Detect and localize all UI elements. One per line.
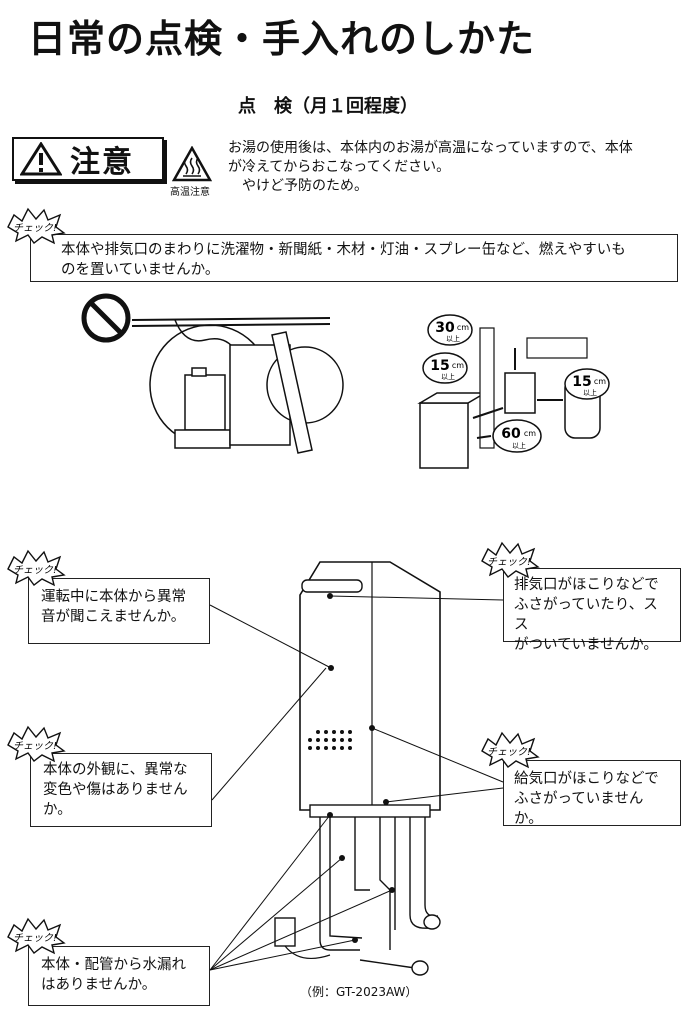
page-title: 日常の点検・手入れのしかた bbox=[28, 17, 536, 61]
check-badge-label: チェック! bbox=[487, 746, 531, 758]
callout-line: 本体や排気口のまわりに洗濯物・新聞紙・木材・灯油・スプレー缶など、燃えやすいも bbox=[61, 242, 626, 258]
check-flammables-callout: 本体や排気口のまわりに洗濯物・新聞紙・木材・灯油・スプレー缶など、燃えやすいも … bbox=[30, 234, 678, 282]
clearance-suffix: 以上 bbox=[583, 388, 597, 397]
check-noise-callout: 運転中に本体から異常 音が聞こえませんか。 bbox=[28, 578, 210, 644]
prohibition-icon bbox=[81, 293, 131, 343]
model-caption: （例：GT-2023AW） bbox=[300, 985, 418, 999]
check-badge-2: チェック! bbox=[7, 549, 66, 587]
check-appearance-callout: 本体の外観に、異常な 変色や傷はありません か。 bbox=[30, 753, 212, 827]
callout-line: ふさがっていませんか。 bbox=[514, 791, 644, 827]
check-badge-3: チェック! bbox=[481, 541, 540, 579]
clearance-unit: cm bbox=[524, 429, 536, 438]
clearance-front-badge: 60 cm 以上 bbox=[492, 419, 542, 453]
callout-line: がついていませんか。 bbox=[514, 637, 658, 653]
callout-line: 本体の外観に、異常な bbox=[43, 762, 188, 778]
clearance-top-badge: 30 cm 以上 bbox=[427, 314, 473, 346]
clearance-suffix: 以上 bbox=[446, 334, 460, 343]
callout-line: のを置いていませんか。 bbox=[61, 262, 220, 278]
callout-line: 給気口がほこりなどで bbox=[514, 771, 659, 787]
hot-surface-icon bbox=[172, 146, 212, 182]
check-badge-5: チェック! bbox=[481, 731, 540, 769]
check-badge-6: チェック! bbox=[7, 917, 66, 955]
callout-line: 運転中に本体から異常 bbox=[41, 589, 186, 605]
check-leak-callout: 本体・配管から水漏れ はありませんか。 bbox=[28, 946, 210, 1006]
check-badge-label: チェック! bbox=[13, 222, 57, 234]
clearance-diagram: 30 cm 以上 15 cm 以上 15 cm 以上 60 cm 以上 bbox=[417, 314, 610, 469]
warning-triangle-icon bbox=[20, 142, 62, 176]
check-badge-1: チェック! bbox=[7, 207, 66, 245]
callout-line: 音が聞こえませんか。 bbox=[41, 609, 186, 625]
callout-line: 変色や傷はありません bbox=[43, 782, 188, 798]
water-heater-illustration bbox=[209, 561, 504, 976]
caution-text-line: お湯の使用後は、本体内のお湯が高温になっていますので、本体 bbox=[228, 140, 633, 156]
caution-text-line: やけど予防のため。 bbox=[228, 178, 368, 194]
clearance-value: 60 bbox=[501, 426, 521, 442]
clearance-unit: cm bbox=[594, 377, 606, 386]
clearance-left-badge: 15 cm 以上 bbox=[422, 352, 468, 384]
clearance-unit: cm bbox=[452, 361, 464, 370]
caution-label: 注意 bbox=[70, 145, 134, 180]
clearance-suffix: 以上 bbox=[512, 441, 526, 450]
callout-line: ふさがっていたり、スス bbox=[514, 597, 658, 633]
check-badge-label: チェック! bbox=[487, 556, 531, 568]
clearance-unit: cm bbox=[457, 323, 469, 332]
check-badge-label: チェック! bbox=[13, 932, 57, 944]
caution-text-line: が冷えてからおこなってください。 bbox=[228, 159, 451, 175]
flammables-prohibited-illustration bbox=[81, 293, 344, 454]
section-subtitle: 点 検（月１回程度） bbox=[238, 96, 418, 117]
caution-text: お湯の使用後は、本体内のお湯が高温になっていますので、本体 が冷えてからおこなっ… bbox=[228, 139, 633, 196]
check-badge-4: チェック! bbox=[7, 725, 66, 763]
check-badge-label: チェック! bbox=[13, 564, 57, 576]
clearance-value: 15 bbox=[572, 374, 591, 390]
hot-caution-label: 高温注意 bbox=[170, 187, 210, 198]
check-exhaust-callout: 排気口がほこりなどで ふさがっていたり、スス がついていませんか。 bbox=[503, 568, 681, 653]
callout-line: 排気口がほこりなどで bbox=[514, 577, 659, 593]
check-badge-label: チェック! bbox=[13, 740, 57, 752]
clearance-value: 30 bbox=[435, 320, 455, 336]
clearance-value: 15 bbox=[430, 358, 449, 374]
clearance-suffix: 以上 bbox=[441, 372, 455, 381]
clearance-right-badge: 15 cm 以上 bbox=[564, 368, 610, 400]
callout-line: はありませんか。 bbox=[41, 977, 157, 993]
callout-line: か。 bbox=[43, 802, 72, 818]
caution-box: 注意 bbox=[12, 137, 164, 181]
check-intake-callout: 給気口がほこりなどで ふさがっていませんか。 bbox=[503, 760, 681, 827]
callout-line: 本体・配管から水漏れ bbox=[41, 957, 186, 973]
